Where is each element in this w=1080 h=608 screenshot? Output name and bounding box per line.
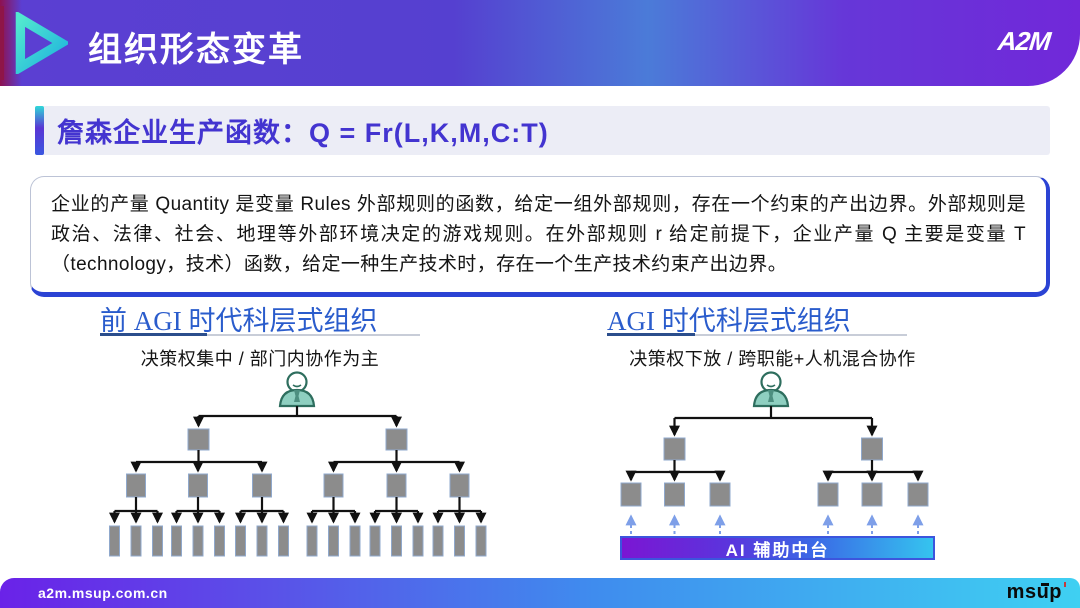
left-title-underline [100,333,420,336]
right-title-underline [607,333,907,336]
formula-banner: 詹森企业生产函数：Q = Fr(L,K,M,C:T) [35,106,1050,155]
underline-light-segment [695,333,907,336]
ai-platform-bar: AI 辅助中台 [620,536,935,560]
play-triangle-icon [15,12,68,74]
right-chart-title: AGI 时代科层式组织 [607,306,851,336]
org-chart-agi [620,371,929,534]
org-chart-pre-agi [109,371,487,557]
right-chart-subtitle: 决策权下放 / 跨职能+人机混合协作 [629,349,916,369]
manager-person-icon [752,371,790,408]
header-left-accent [0,6,4,80]
a2m-logo: A2M [996,26,1052,56]
msup-logo: msup [1006,581,1062,603]
description-box: 企业的产量 Quantity 是变量 Rules 外部规则的函数，给定一组外部规… [30,176,1050,297]
underline-dark-segment [607,333,695,336]
manager-person-icon [278,371,316,408]
footer-bar: a2m.msup.com.cn msup [0,578,1080,608]
page-title: 组织形态变革 [88,31,304,69]
underline-dark-segment [100,333,207,336]
left-chart-subtitle: 决策权集中 / 部门内协作为主 [140,349,380,369]
header-bar: 组织形态变革 A2M [0,0,1080,86]
ai-platform-label: AI 辅助中台 [725,540,830,560]
footer-url: a2m.msup.com.cn [38,585,168,601]
msup-logo-tick [1064,582,1066,587]
msup-logo-accent [1041,583,1049,586]
formula-text: 詹森企业生产函数：Q = Fr(L,K,M,C:T) [57,118,549,148]
underline-light-segment [207,333,420,336]
formula-accent-bar [35,106,44,155]
description-text: 企业的产量 Quantity 是变量 Rules 外部规则的函数，给定一组外部规… [51,194,1026,275]
left-chart-title: 前 AGI 时代科层式组织 [100,306,378,336]
